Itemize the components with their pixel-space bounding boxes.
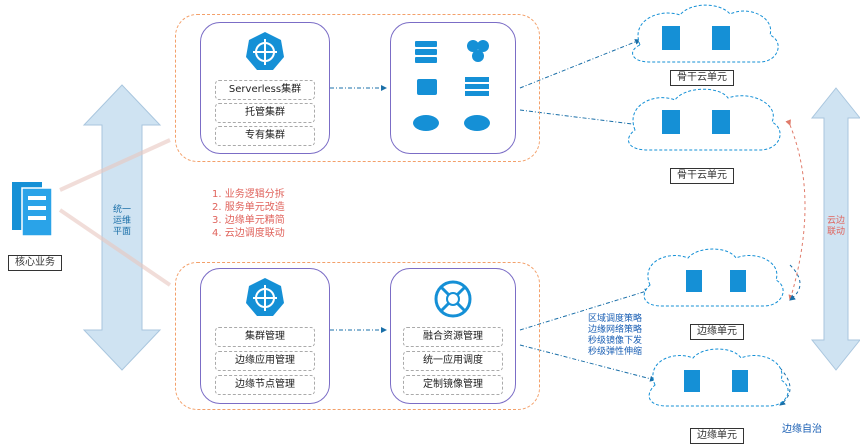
ops-plane-label: 统一 运维 平面 [112,205,131,237]
edge-app-management: 边缘应用管理 [215,351,315,371]
bottom-edge-group [175,262,540,410]
edge-cloud-2 [648,348,789,407]
cloud-edge-arrow [810,87,860,371]
backbone-cloud-unit-2: 骨干云单元 [670,168,734,184]
edge-cloud-1 [643,248,784,307]
serverless-cluster: Serverless集群 [215,80,315,100]
edge-node-management: 边缘节点管理 [215,375,315,395]
custom-image-management: 定制镜像管理 [403,375,503,395]
edge-management-card: 集群管理 边缘应用管理 边缘节点管理 [200,268,330,404]
kubernetes-icon-2 [245,277,285,321]
migration-steps: 1. 业务逻辑分拆 2. 服务单元改造 3. 边缘单元精简 4. 云边调度联动 [212,189,285,239]
cluster-types-card: Serverless集群 托管集群 专有集群 [200,22,330,154]
cloud-edge-label: 云边 联动 [826,216,845,237]
cloud-service-icons [413,40,490,131]
backbone-cloud-unit-1: 骨干云单元 [670,70,734,86]
cloud-services-card [390,22,516,154]
managed-cluster: 托管集群 [215,103,315,123]
edge-resource-card: 融合资源管理 统一应用调度 定制镜像管理 [390,268,516,404]
top-cluster-group [175,14,540,162]
backbone-cloud-2 [627,88,781,151]
dedicated-cluster: 专有集群 [215,126,315,146]
kubernetes-icon [245,31,285,75]
openyurt-icon [433,279,473,323]
core-business-label: 核心业务 [8,255,62,271]
edge-autonomy-label: 边缘自治 [782,424,822,435]
cluster-management: 集群管理 [215,327,315,347]
ops-plane-arrow [82,84,162,371]
backbone-cloud-1 [632,4,779,63]
edge-unit-2: 边缘单元 [690,428,744,444]
edge-strategies: 区域调度策略 边缘网络策略 秒级镜像下发 秒级弹性伸缩 [588,314,643,357]
unified-app-scheduling: 统一应用调度 [403,351,503,371]
edge-unit-1: 边缘单元 [690,324,744,340]
core-business-icon [10,180,60,240]
converged-resource-management: 融合资源管理 [403,327,503,347]
